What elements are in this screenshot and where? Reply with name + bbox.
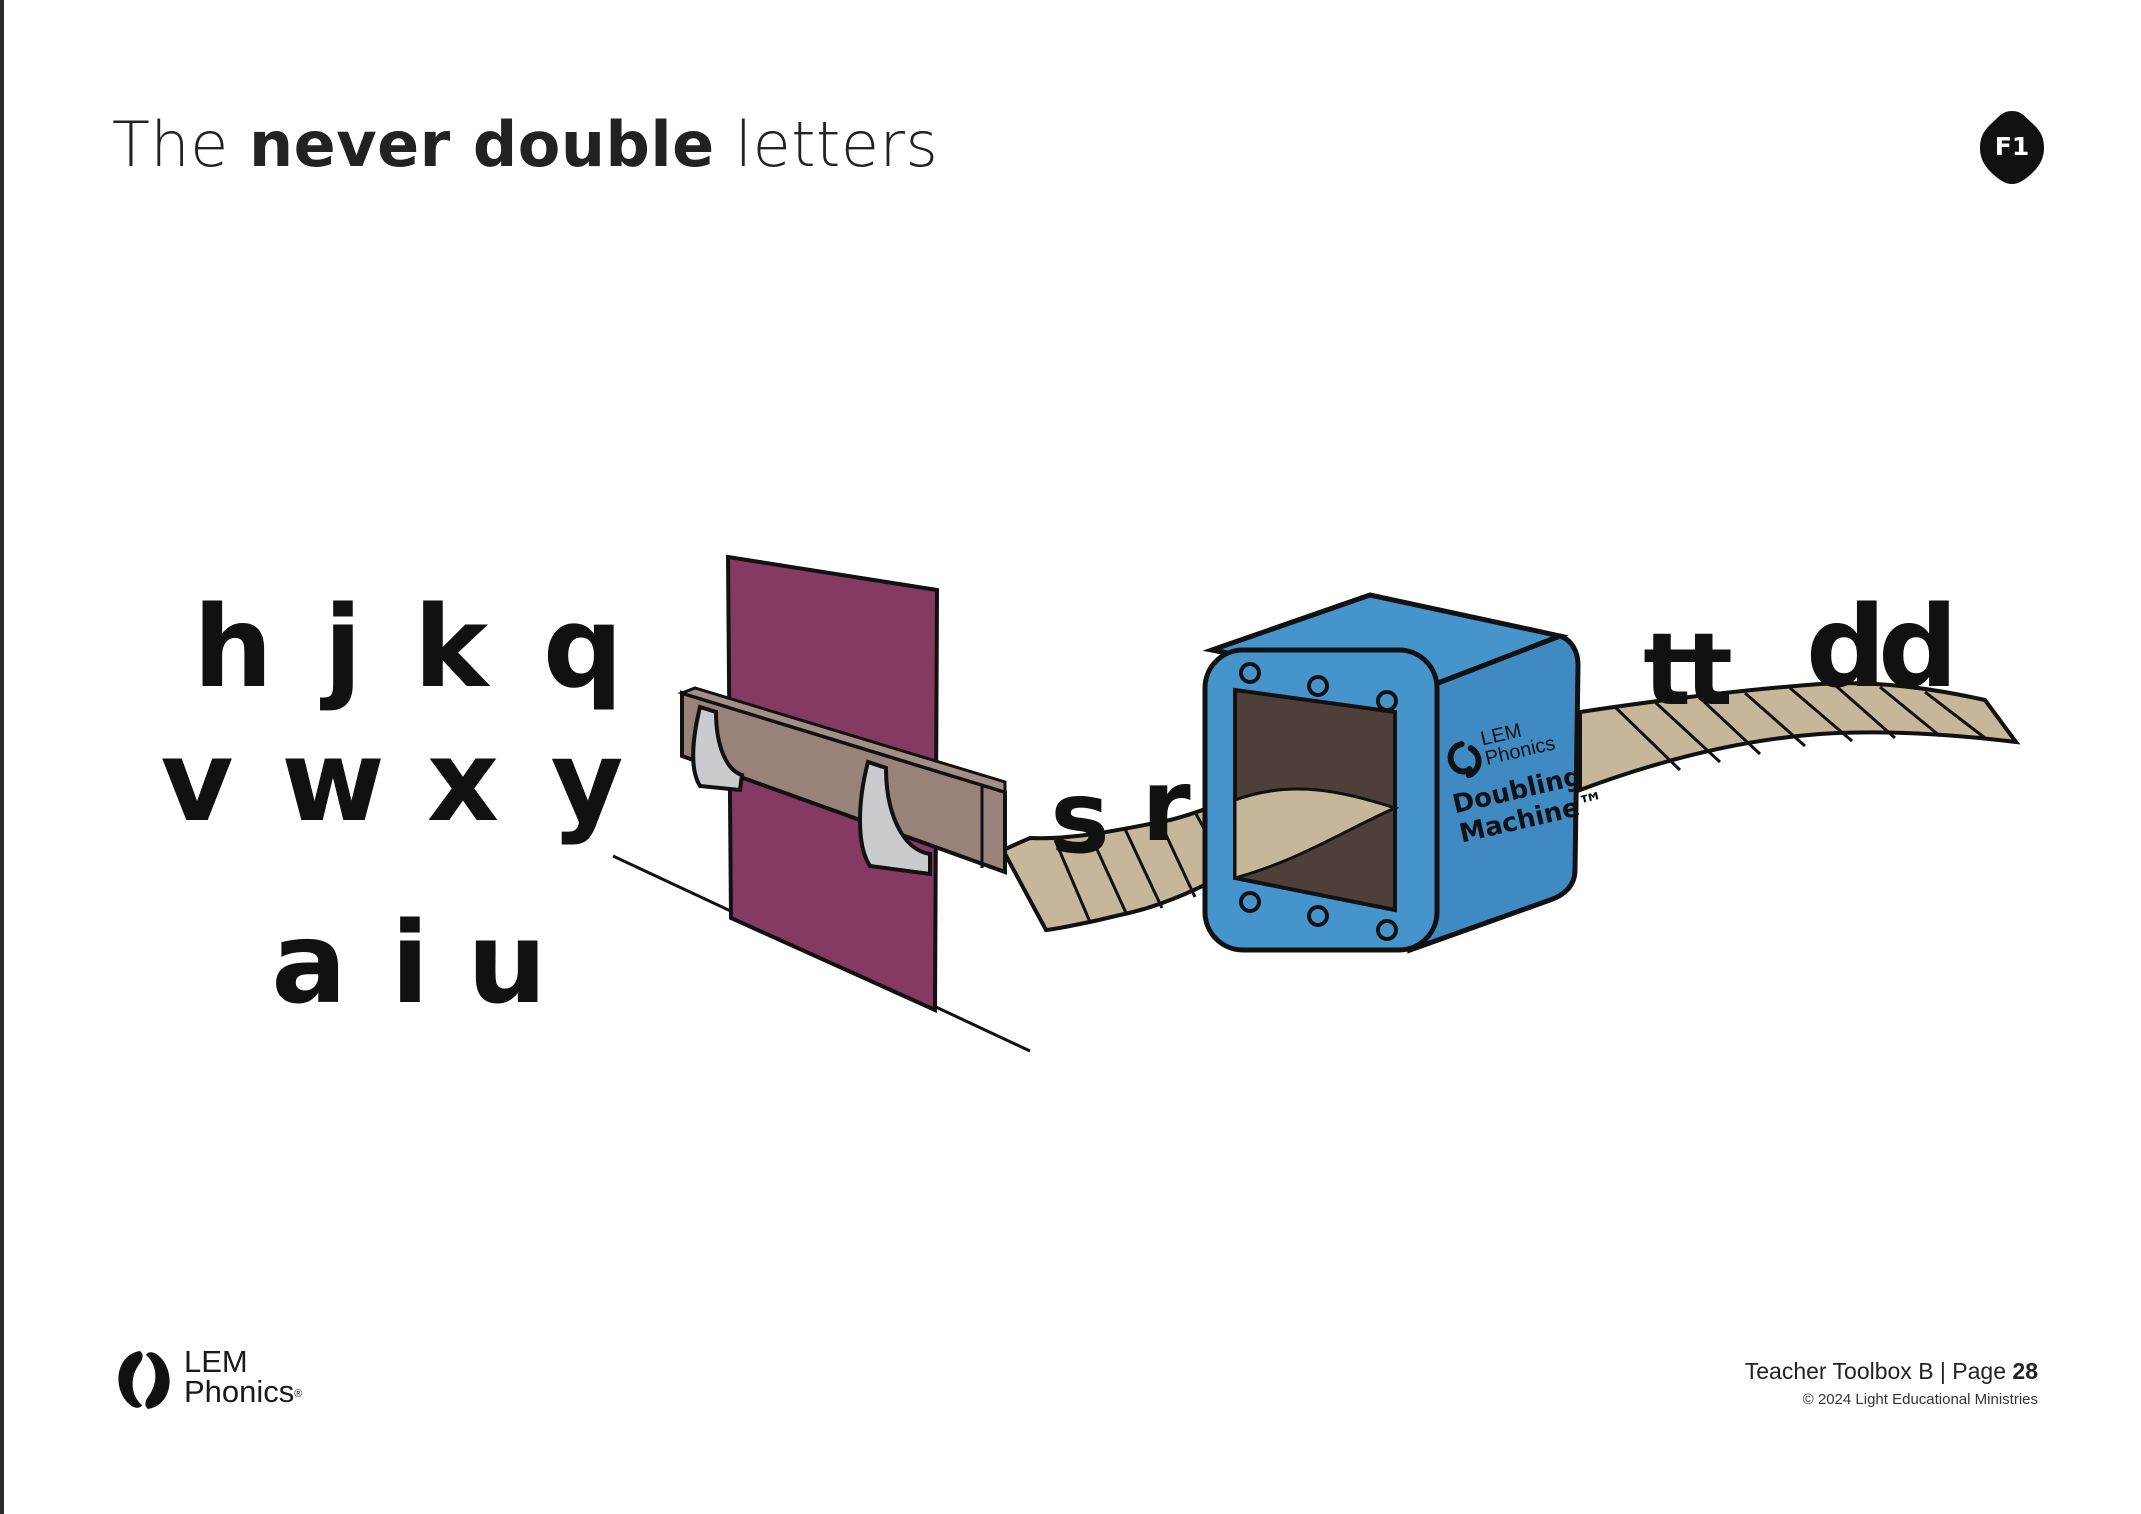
- machine-bolts: [1239, 662, 1398, 941]
- lem-phonics-swirl-icon: [118, 1351, 170, 1409]
- letter-u: u: [467, 899, 547, 1029]
- letter-v: v: [160, 717, 234, 847]
- belt-letter-dd: dd: [1805, 583, 1958, 713]
- footer-copyright: © 2024 Light Educational Ministries: [1802, 1391, 2038, 1408]
- footer-page-info: Teacher Toolbox B | Page 28: [1745, 1358, 2038, 1385]
- lem-phonics-logo: LEM Phonics®: [110, 1345, 330, 1415]
- belt-letter-tt: tt: [1643, 611, 1733, 728]
- machine-logo-swirl-icon: [1447, 741, 1482, 779]
- letter-j: j: [323, 583, 363, 713]
- letter-w: w: [281, 717, 385, 847]
- hook-bar: [677, 686, 1007, 877]
- title-emphasis: never double: [249, 108, 715, 181]
- registered-mark: ®: [294, 1388, 303, 1400]
- logo-line1: LEM: [184, 1344, 248, 1379]
- title-suffix: letters: [714, 108, 939, 181]
- page-left-edge: [0, 0, 4, 1514]
- footer-book: Teacher Toolbox B | Page: [1744, 1358, 2013, 1384]
- logo-line2: Phonics: [184, 1374, 295, 1409]
- hook-right: [858, 759, 932, 877]
- letter-q: q: [542, 583, 624, 713]
- page-badge: F1: [1978, 108, 2046, 186]
- belt-letter-r: r: [1141, 747, 1191, 864]
- letter-y: y: [550, 717, 624, 847]
- hook-left: [691, 704, 745, 793]
- badge-label: F1: [1994, 132, 2030, 161]
- letter-h: h: [193, 583, 273, 713]
- letter-x: x: [426, 717, 500, 847]
- footer-page-number: 28: [2012, 1358, 2038, 1384]
- machine-label: LEM Phonics Doubling Machine™: [1447, 720, 1608, 849]
- title-prefix: The: [112, 108, 250, 181]
- page-title: The never double letters: [112, 108, 938, 181]
- letter-a: a: [271, 899, 347, 1029]
- letter-k: k: [413, 583, 489, 713]
- badge-drop-icon: [1980, 111, 2044, 184]
- belt-slats-output: [1613, 683, 1986, 772]
- belt-letter-s: s: [1050, 759, 1110, 876]
- letter-i: i: [390, 899, 430, 1029]
- doubling-machine: LEM Phonics Doubling Machine™: [1202, 592, 1608, 954]
- logo-wordmark: LEM Phonics®: [184, 1344, 303, 1409]
